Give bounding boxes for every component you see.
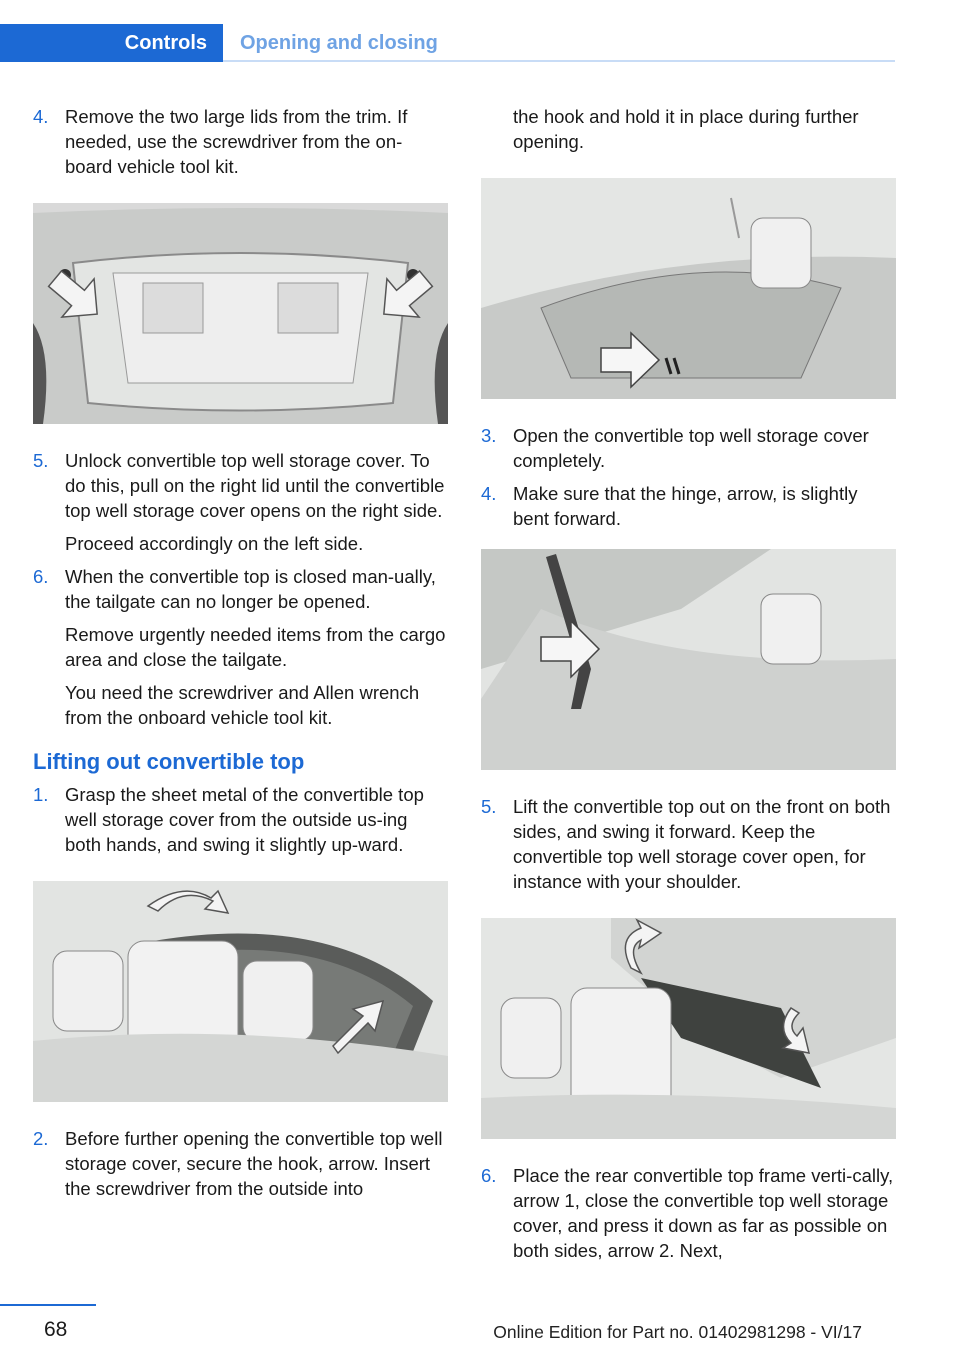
step-6: 6. When the convertible top is closed ma… xyxy=(33,564,448,730)
step-extra: Remove urgently needed items from the ca… xyxy=(65,624,446,670)
step-extra: Proceed accordingly on the left side. xyxy=(65,533,364,554)
step-number: 6. xyxy=(481,1165,497,1186)
step-number: 6. xyxy=(33,566,49,587)
step-text: Open the convertible top well storage co… xyxy=(513,425,869,471)
header-rule xyxy=(223,60,895,62)
lift-top-illustration xyxy=(481,918,896,1139)
right-column: the hook and hold it in place during fur… xyxy=(481,104,896,1271)
seats-cover-illustration xyxy=(33,881,448,1102)
lift-step-2: 2. Before further opening the convertibl… xyxy=(33,1126,448,1201)
step-text: Place the rear convertible top frame ver… xyxy=(513,1165,894,1261)
footer-rule xyxy=(0,1304,96,1306)
left-column: 4. Remove the two large lids from the tr… xyxy=(33,104,448,1209)
figure-hook xyxy=(481,178,896,399)
step-text: Remove the two large lids from the trim.… xyxy=(65,106,408,177)
lift-step-1: 1. Grasp the sheet metal of the converti… xyxy=(33,782,448,857)
step-number: 5. xyxy=(33,450,49,471)
page-header: Controls Opening and closing xyxy=(0,24,895,62)
step-text: Lift the convertible top out on the fron… xyxy=(513,796,891,892)
hinge-illustration xyxy=(481,549,896,770)
edition-note: Online Edition for Part no. 01402981298 … xyxy=(493,1322,862,1342)
step-5: 5. Unlock convertible top well storage c… xyxy=(33,448,448,556)
step-text: Before further opening the convertible t… xyxy=(65,1128,443,1199)
step-number: 4. xyxy=(33,106,49,127)
step-4: 4. Remove the two large lids from the tr… xyxy=(33,104,448,179)
section-tab: Controls xyxy=(0,24,223,62)
step-4: 4. Make sure that the hinge, arrow, is s… xyxy=(481,481,896,531)
figure-trunk-lids xyxy=(33,203,448,424)
subsection-tab: Opening and closing xyxy=(240,31,438,54)
trunk-illustration xyxy=(33,203,448,424)
step-text: Grasp the sheet metal of the convertible… xyxy=(65,784,424,855)
step-5: 5. Lift the convertible top out on the f… xyxy=(481,794,896,894)
step-number: 1. xyxy=(33,784,49,805)
hook-illustration xyxy=(481,178,896,399)
step-text: When the convertible top is closed man‐u… xyxy=(65,566,436,612)
figure-hinge xyxy=(481,549,896,770)
step-extra: You need the screwdriver and Allen wrenc… xyxy=(65,682,420,728)
figure-swing-cover xyxy=(33,881,448,1102)
step-6: 6. Place the rear convertible top frame … xyxy=(481,1163,896,1263)
continuation-text: the hook and hold it in place during fur… xyxy=(513,106,859,152)
step-text: Unlock convertible top well storage cove… xyxy=(65,450,445,521)
section-heading: Lifting out convertible top xyxy=(33,749,305,774)
page-number: 68 xyxy=(44,1318,68,1341)
step-text: Make sure that the hinge, arrow, is slig… xyxy=(513,483,858,529)
figure-lift-top xyxy=(481,918,896,1139)
step-number: 4. xyxy=(481,483,497,504)
step-number: 5. xyxy=(481,796,497,817)
step-number: 2. xyxy=(33,1128,49,1149)
step-3: 3. Open the convertible top well storage… xyxy=(481,423,896,473)
step-number: 3. xyxy=(481,425,497,446)
